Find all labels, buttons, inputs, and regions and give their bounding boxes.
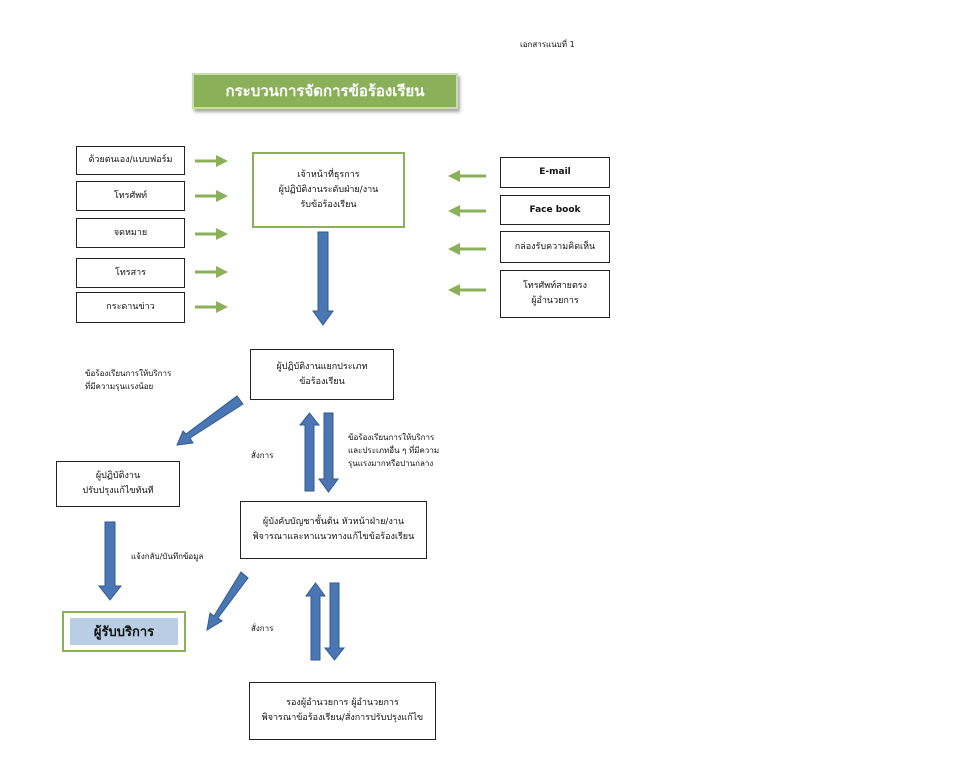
- receiver-box: เจ้าหน้าที่ธุรการ ผู้ปฏิบัติงานระดับฝ่าย…: [252, 152, 405, 228]
- arrow-supervisor-to-director: [323, 582, 346, 661]
- channel-phone: โทรศัพท์: [76, 181, 185, 211]
- channel-fax: โทรสาร: [76, 258, 185, 288]
- arrow-supervisor-to-classifier: [298, 412, 321, 492]
- channel-webboard: กระดานข่าว: [76, 292, 185, 323]
- note-order-lower: สั่งการ: [251, 624, 274, 633]
- document-reference: เอกสารแนบที่ 1: [520, 40, 575, 49]
- staff-fix-box: ผู้ปฏิบัติงาน ปรับปรุงแก้ไขทันที: [56, 461, 180, 507]
- channel-director-hotline: โทรศัพท์สายตรง ผู้อำนวยการ: [500, 270, 610, 318]
- channel-facebook: Face book: [500, 195, 610, 225]
- left-channel-arrows: [195, 155, 228, 313]
- right-channel-arrows: [448, 170, 486, 296]
- channel-letter: จดหมาย: [76, 218, 185, 248]
- note-feedback: แจ้งกลับ/บันทึกข้อมูล: [131, 552, 204, 561]
- note-order-upper: สั่งการ: [251, 451, 274, 460]
- director-box: รองผู้อำนวยการ ผู้อำนวยการ พิจารณาข้อร้อ…: [249, 682, 436, 740]
- note-minor-complaints: ข้อร้องเรียนการให้บริการ ที่มีความรุนแรง…: [85, 369, 172, 391]
- customer-box: ผู้รับบริการ: [62, 611, 186, 652]
- arrow-classifier-to-supervisor: [318, 412, 339, 493]
- arrow-classifier-to-staff: [176, 395, 244, 446]
- note-serious-complaints: ข้อร้องเรียนการให้บริการ และประเภทอื่น ๆ…: [348, 433, 440, 468]
- arrow-director-to-supervisor: [305, 582, 326, 661]
- diagram-title: กระบวนการจัดการข้อร้องเรียน: [192, 73, 458, 109]
- arrow-supervisor-to-customer: [206, 571, 249, 631]
- channel-walk-in: ด้วยตนเอง/แบบฟอร์ม: [76, 146, 185, 175]
- arrow-receiver-to-classifier: [312, 231, 334, 326]
- arrow-staff-to-customer: [97, 521, 123, 601]
- supervisor-box: ผู้บังคับบัญชาชั้นต้น หัวหน้าฝ่าย/งาน พิ…: [240, 501, 427, 559]
- customer-label: ผู้รับบริการ: [70, 618, 178, 645]
- classifier-box: ผู้ปฏิบัติงานแยกประเภท ข้อร้องเรียน: [250, 349, 394, 400]
- channel-suggestion-box: กล่องรับความคิดเห็น: [500, 231, 610, 263]
- channel-email: E-mail: [500, 157, 610, 188]
